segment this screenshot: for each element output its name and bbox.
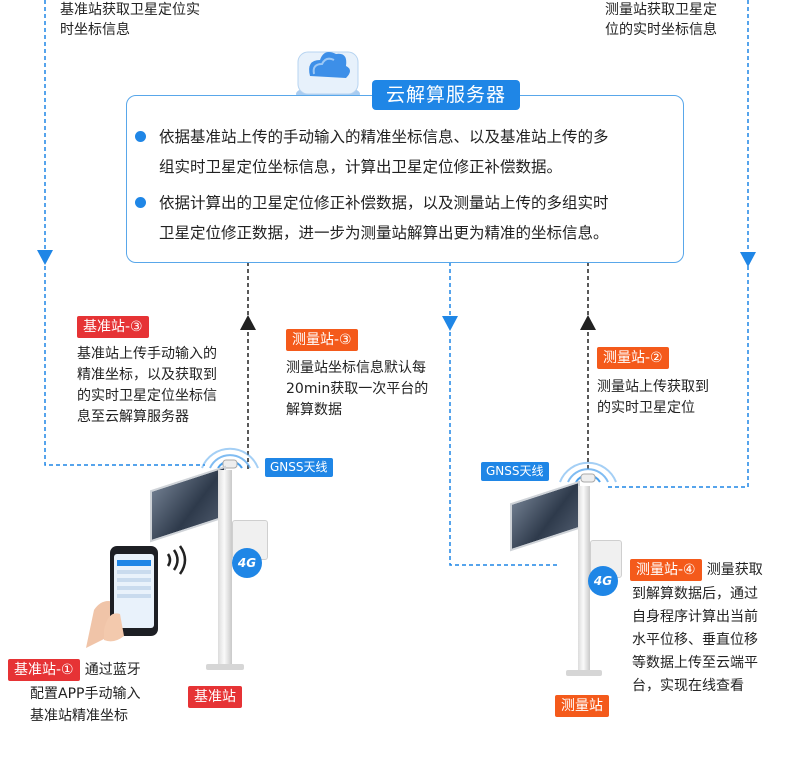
base-step-3-line: 的实时卫星定位坐标信	[77, 388, 217, 404]
measure-step-4-line: 自身程序计算出当前	[632, 609, 758, 625]
base-step-1-row: 基准站-① 通过蓝牙	[8, 659, 141, 681]
base-step-3-tag: 基准站-③	[77, 316, 149, 338]
measure-station-label: 测量站	[555, 695, 609, 717]
arrow-down-middle	[442, 316, 458, 331]
measure-step-4-tag: 测量站-④	[630, 559, 702, 581]
measure-step-4-line: 等数据上传至云端平	[632, 655, 758, 671]
solar-panel-measure	[510, 480, 580, 552]
measure-step-4-line: 到解算数据后，通过	[632, 586, 758, 602]
measure-step-3-line: 20min获取一次平台的	[286, 381, 429, 397]
base-step-1-line: 基准站精准坐标	[30, 708, 128, 724]
top-right-line-1: 测量站获取卫星定	[605, 2, 717, 18]
solar-panel-base	[150, 465, 226, 543]
top-right-line-2: 位的实时坐标信息	[605, 22, 717, 38]
measure-step-3-tag: 测量站-③	[286, 329, 358, 351]
measure-step-2-tag: 测量站-②	[597, 347, 669, 369]
phone-app-icon	[86, 545, 187, 648]
gnss-label-measure: GNSS天线	[481, 462, 549, 481]
top-left-note: 基准站获取卫星定位实 时坐标信息	[60, 0, 200, 40]
measure-step-3-line: 解算数据	[286, 402, 342, 418]
top-left-line-2: 时坐标信息	[60, 22, 130, 38]
top-left-line-1: 基准站获取卫星定位实	[60, 2, 200, 18]
base-step-3-text: 基准站上传手动输入的 精准坐标，以及获取到 的实时卫星定位坐标信 息至云解算服务…	[77, 344, 217, 428]
base-step-1-tag: 基准站-①	[8, 659, 80, 681]
pole-measure	[578, 486, 590, 676]
4g-badge-base: 4G	[232, 548, 262, 578]
measure-step-4-row: 测量站-④ 测量获取	[630, 559, 763, 581]
cloud-server-panel: 依据基准站上传的手动输入的精准坐标信息、以及基准站上传的多 组实时卫星定位坐标信…	[126, 95, 684, 263]
gnss-signal-icon-base	[201, 447, 259, 469]
bullet-dot-icon	[135, 197, 146, 208]
base-step-3-line: 基准站上传手动输入的	[77, 346, 217, 362]
base-step-1-first: 通过蓝牙	[84, 662, 141, 678]
measure-step-4-text: 到解算数据后，通过 自身程序计算出当前 水平位移、垂直位移 等数据上传至云端平 …	[632, 583, 758, 698]
base-step-3-line: 息至云解算服务器	[77, 409, 189, 425]
measure-step-2-line: 的实时卫星定位	[597, 400, 695, 416]
server-bullet-1-line-2: 组实时卫星定位坐标信息，计算出卫星定位修正补偿数据。	[159, 158, 563, 176]
measure-step-3-line: 测量站坐标信息默认每	[286, 360, 426, 376]
measure-step-4-first: 测量获取	[706, 562, 763, 578]
server-bullet-1: 依据基准站上传的手动输入的精准坐标信息、以及基准站上传的多 组实时卫星定位坐标信…	[135, 122, 679, 182]
server-bullet-2-line-1: 依据计算出的卫星定位修正补偿数据，以及测量站上传的多组实时	[159, 194, 609, 212]
gnss-label-base: GNSS天线	[265, 458, 333, 477]
pole-base-plate	[206, 664, 244, 670]
measure-step-3-text: 测量站坐标信息默认每 20min获取一次平台的 解算数据	[286, 358, 428, 421]
cloud-server-title: 云解算服务器	[372, 80, 520, 110]
top-right-note: 测量站获取卫星定 位的实时坐标信息	[605, 0, 717, 40]
arrow-up-base	[240, 315, 256, 330]
4g-badge-measure: 4G	[588, 566, 618, 596]
arrow-down-left	[37, 250, 53, 265]
arrow-up-measure	[580, 315, 596, 330]
base-step-3-line: 精准坐标，以及获取到	[77, 367, 217, 383]
gnss-signal-icon-measure	[559, 461, 617, 483]
measure-step-2-line: 测量站上传获取到	[597, 379, 709, 395]
server-bullet-2: 依据计算出的卫星定位修正补偿数据，以及测量站上传的多组实时 卫星定位修正数据，进…	[135, 188, 679, 248]
measure-step-2-text: 测量站上传获取到 的实时卫星定位	[597, 377, 709, 419]
measure-step-4-line: 水平位移、垂直位移	[632, 632, 758, 648]
bullet-dot-icon	[135, 131, 146, 142]
pole-measure-plate	[566, 670, 602, 676]
arrow-down-right	[740, 252, 756, 267]
server-bullet-2-line-2: 卫星定位修正数据，进一步为测量站解算出更为精准的坐标信息。	[159, 224, 609, 242]
base-step-1-line: 配置APP手动输入	[30, 686, 141, 702]
base-station-label: 基准站	[188, 686, 242, 708]
base-step-1-text: 配置APP手动输入 基准站精准坐标	[30, 683, 140, 727]
server-bullet-1-line-1: 依据基准站上传的手动输入的精准坐标信息、以及基准站上传的多	[159, 128, 609, 146]
pole-base	[218, 470, 232, 670]
measure-step-4-line: 台，实现在线查看	[632, 678, 744, 694]
